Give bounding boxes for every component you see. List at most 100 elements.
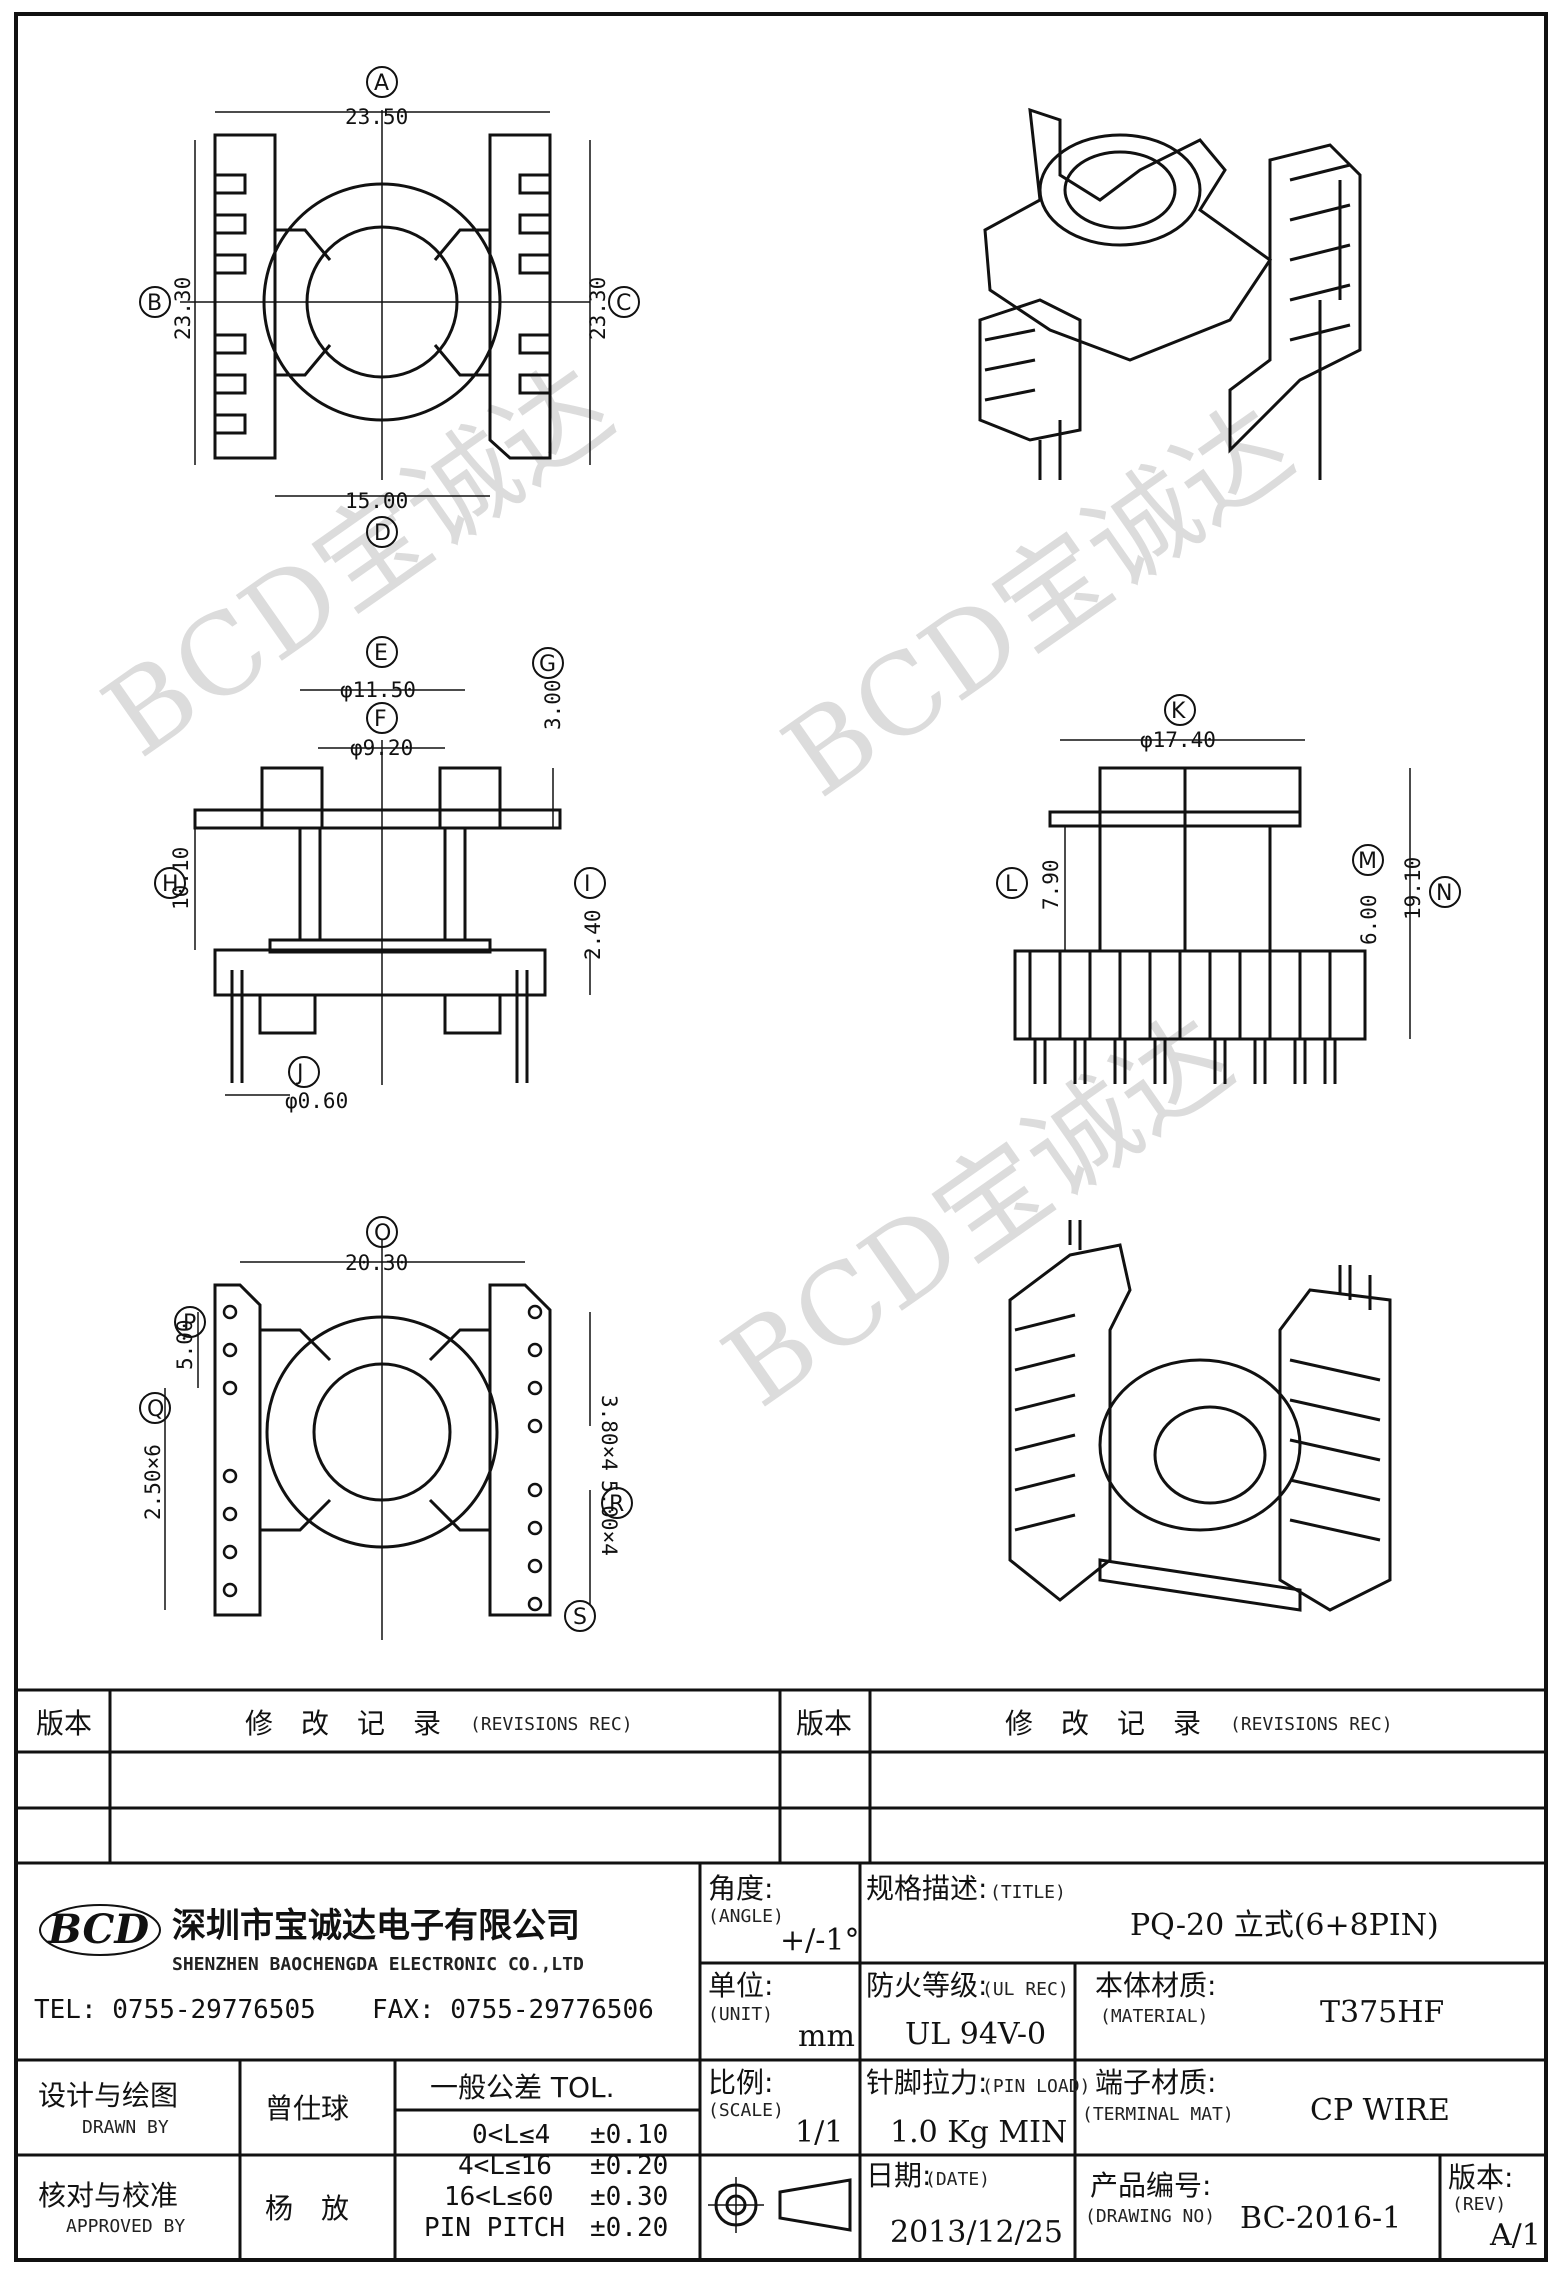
dim-front-lower: 6.00 xyxy=(1357,894,1381,945)
label-d: D xyxy=(374,521,391,546)
unit-label-en: (UNIT) xyxy=(708,2004,773,2025)
approved-label: 核对与校准 xyxy=(38,2179,178,2212)
scale-label: 比例: xyxy=(708,2066,773,2099)
drawno-label-en: (DRAWING NO) xyxy=(1085,2206,1215,2227)
material-label-en: (MATERIAL) xyxy=(1100,2006,1208,2027)
projection-symbol-icon xyxy=(708,2177,852,2233)
material-value: T375HF xyxy=(1320,1995,1444,2030)
company-name-en: SHENZHEN BAOCHENGDA ELECTRONIC CO.,LTD xyxy=(172,1954,584,1975)
tol-value-3: ±0.30 xyxy=(590,2182,668,2212)
label-p: P xyxy=(183,1311,196,1336)
pinload-label: 针脚拉力: xyxy=(866,2066,987,2099)
date-label-en: (DATE) xyxy=(925,2169,990,2190)
material-label: 本体材质: xyxy=(1095,1969,1216,2002)
tol-range-2: 4<L≤16 xyxy=(458,2151,552,2181)
tol-value-2: ±0.20 xyxy=(590,2151,668,2181)
dim-bottom-width: 20.30 xyxy=(345,1251,408,1275)
label-e: E xyxy=(374,641,388,666)
label-r: R xyxy=(609,1492,624,1517)
title-label-en: (TITLE) xyxy=(990,1882,1066,1903)
rev-col-version-right: 版本 xyxy=(796,1707,852,1740)
dim-front-width: φ17.40 xyxy=(1140,728,1216,752)
date-value: 2013/12/25 xyxy=(890,2215,1063,2250)
iso-view-top xyxy=(978,107,1362,480)
label-l: L xyxy=(1005,872,1018,897)
date-label: 日期: xyxy=(866,2159,931,2192)
ul-label: 防火等级: xyxy=(866,1969,987,2002)
label-s: S xyxy=(573,1605,587,1630)
company-fax: FAX: 0755-29776506 xyxy=(372,1995,654,2025)
ul-value: UL 94V-0 xyxy=(905,2017,1046,2052)
label-c: C xyxy=(616,291,631,316)
tol-value-4: ±0.20 xyxy=(590,2213,668,2243)
rev-col-version-left: 版本 xyxy=(36,1707,92,1740)
label-f: F xyxy=(374,707,387,732)
tol-range-1: 0<L≤4 xyxy=(472,2120,550,2150)
label-b: B xyxy=(147,291,162,316)
watermark-3: BCD宝诚达 xyxy=(701,991,1254,1432)
title-label: 规格描述: xyxy=(866,1872,987,1905)
dim-side-flange: 3.00 xyxy=(541,679,565,730)
tolerance-title: 一般公差 TOL. xyxy=(430,2071,615,2104)
label-m: M xyxy=(1358,849,1377,874)
angle-value: +/-1° xyxy=(780,1923,859,1958)
dim-front-upper: 7.90 xyxy=(1039,859,1063,910)
dim-bottom-pitch-left: 2.50×6 xyxy=(141,1444,165,1520)
rev-label: 版本: xyxy=(1448,2161,1513,2194)
label-k: K xyxy=(1171,699,1186,724)
iso-view-bottom xyxy=(1008,1220,1392,1612)
angle-label: 角度: xyxy=(708,1872,773,1905)
side-view: φ11.50 φ9.20 3.00 10.10 2.40 φ0.60 E F G… xyxy=(154,636,606,1113)
dim-top-height-right: 23.30 xyxy=(586,277,610,340)
rev-col-record-en-left: (REVISIONS REC) xyxy=(470,1714,633,1735)
scale-value-en: (SCALE) xyxy=(708,2100,784,2121)
angle-label-en: (ANGLE) xyxy=(708,1906,784,1927)
label-i: I xyxy=(584,872,591,897)
logo-text: BCD xyxy=(47,1906,149,1953)
unit-value: mm xyxy=(798,2019,855,2054)
ul-label-en: (UL REC) xyxy=(982,1979,1069,2000)
approved-label-en: APPROVED BY xyxy=(66,2216,185,2237)
front-view: φ17.40 7.90 6.00 19.10 K L M N xyxy=(996,694,1461,1084)
dim-top-height-left: 23.30 xyxy=(171,277,195,340)
terminal-value: CP WIRE xyxy=(1310,2093,1450,2128)
label-a: A xyxy=(374,71,389,96)
dim-side-pin-height: 2.40 xyxy=(581,909,605,960)
watermark: BCD宝诚达 BCD宝诚达 BCD宝诚达 xyxy=(81,341,1314,1432)
tol-value-1: ±0.10 xyxy=(590,2120,668,2150)
dim-side-pin-dia: φ0.60 xyxy=(285,1089,348,1113)
rev-col-record-en-right: (REVISIONS REC) xyxy=(1230,1714,1393,1735)
rev-value: A/1 xyxy=(1489,2218,1541,2253)
label-n: N xyxy=(1436,881,1452,906)
label-g: G xyxy=(539,652,556,677)
drawn-label-en: DRAWN BY xyxy=(82,2117,169,2138)
company-name-cn: 深圳市宝诚达电子有限公司 xyxy=(172,1906,580,1946)
drawno-value: BC-2016-1 xyxy=(1240,2201,1401,2236)
terminal-label-en: (TERMINAL MAT) xyxy=(1082,2104,1234,2125)
dim-top-width: 23.50 xyxy=(345,105,408,129)
scale-value: 1/1 xyxy=(795,2115,843,2150)
sheet-border xyxy=(14,12,1548,2262)
label-q: Q xyxy=(147,1397,164,1422)
tol-range-4: PIN PITCH xyxy=(424,2213,565,2243)
company-tel: TEL: 0755-29776505 xyxy=(34,1995,316,2025)
title-block: BCD 深圳市宝诚达电子有限公司 SHENZHEN BAOCHENGDA ELE… xyxy=(34,1872,1541,2253)
revisions-table xyxy=(16,1688,1546,1865)
top-view: 23.50 23.30 23.30 15.00 A B C D xyxy=(139,66,640,548)
label-j: J xyxy=(295,1061,304,1086)
drawn-value: 曾仕球 xyxy=(265,2092,349,2125)
company-logo: BCD xyxy=(39,1904,161,1956)
title-block-grid xyxy=(16,1863,1546,2260)
pinload-value: 1.0 Kg MIN xyxy=(890,2115,1067,2150)
dim-side-outer-dia: φ11.50 xyxy=(340,678,416,702)
approved-value: 杨 放 xyxy=(265,2192,349,2225)
dim-bottom-pitch-right-a: 3.80×4 xyxy=(597,1395,621,1471)
label-o: O xyxy=(374,1221,391,1246)
dim-front-total: 19.10 xyxy=(1401,857,1425,920)
terminal-label: 端子材质: xyxy=(1095,2066,1216,2099)
title-value: PQ-20 立式(6+8PIN) xyxy=(1130,1908,1439,1943)
rev-col-record-right: 修 改 记 录 xyxy=(1005,1707,1201,1740)
drawn-label: 设计与绘图 xyxy=(38,2079,178,2112)
dim-top-inner-width: 15.00 xyxy=(345,489,408,513)
